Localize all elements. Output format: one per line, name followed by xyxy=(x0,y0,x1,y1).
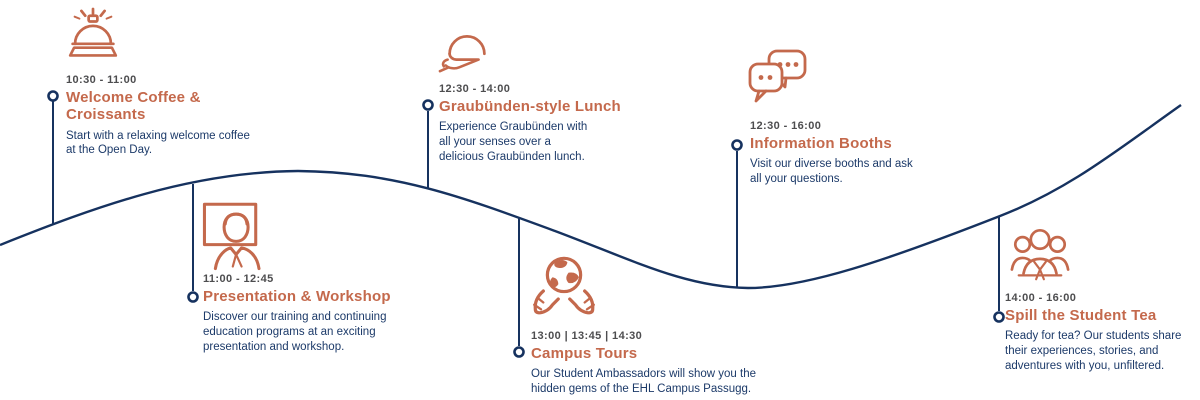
presentation-icon xyxy=(200,201,270,273)
event-welcome-coffee: 10:30 - 11:00 Welcome Coffee & Croissant… xyxy=(66,7,262,158)
event-description: Start with a relaxing welcome coffee at … xyxy=(66,129,250,157)
event-time: 13:00 | 13:45 | 14:30 xyxy=(531,330,643,342)
event-time: 10:30 - 11:00 xyxy=(66,74,137,86)
timeline-node xyxy=(47,90,59,102)
timeline-curve xyxy=(0,104,1182,290)
timeline-node xyxy=(993,311,1005,323)
event-title: Welcome Coffee & Croissants xyxy=(66,89,201,124)
people-group-icon xyxy=(1009,225,1071,287)
event-campus-tours: 13:00 | 13:45 | 14:30 Campus Tours Our S… xyxy=(531,256,759,397)
event-graubunden-lunch: 12:30 - 14:00 Graubünden-style Lunch Exp… xyxy=(438,35,621,164)
event-description: Ready for tea? Our students share their … xyxy=(1005,330,1182,372)
event-information-booths: 12:30 - 16:00 Information Booths Visit o… xyxy=(748,49,922,187)
event-title: Information Booths xyxy=(750,135,892,152)
event-title: Graubünden-style Lunch xyxy=(439,98,621,115)
speech-bubbles-icon xyxy=(746,47,810,113)
event-time: 11:00 - 12:45 xyxy=(203,273,274,285)
timeline-node xyxy=(422,99,434,111)
event-title: Spill the Student Tea xyxy=(1005,307,1157,324)
event-description: Visit our diverse booths and ask all you… xyxy=(750,158,913,185)
globe-hands-icon xyxy=(527,252,601,330)
event-title: Campus Tours xyxy=(531,345,638,362)
event-time: 12:30 - 14:00 xyxy=(439,83,511,95)
event-title: Presentation & Workshop xyxy=(203,288,391,305)
event-description: Experience Graubünden with all your sens… xyxy=(439,121,588,163)
event-presentation-workshop: 11:00 - 12:45 Presentation & Workshop Di… xyxy=(202,202,405,354)
timeline-node xyxy=(731,139,743,151)
timeline-node xyxy=(513,346,525,358)
event-time: 12:30 - 16:00 xyxy=(750,120,822,132)
event-time: 14:00 - 16:00 xyxy=(1005,292,1077,304)
cloche-icon xyxy=(436,19,498,77)
event-description: Our Student Ambassadors will show you th… xyxy=(531,368,757,395)
timeline-node xyxy=(187,291,199,303)
bell-icon xyxy=(62,6,124,70)
event-spill-student-tea: 14:00 - 16:00 Spill the Student Tea Read… xyxy=(1005,228,1191,373)
event-description: Discover our training and continuing edu… xyxy=(203,311,387,353)
